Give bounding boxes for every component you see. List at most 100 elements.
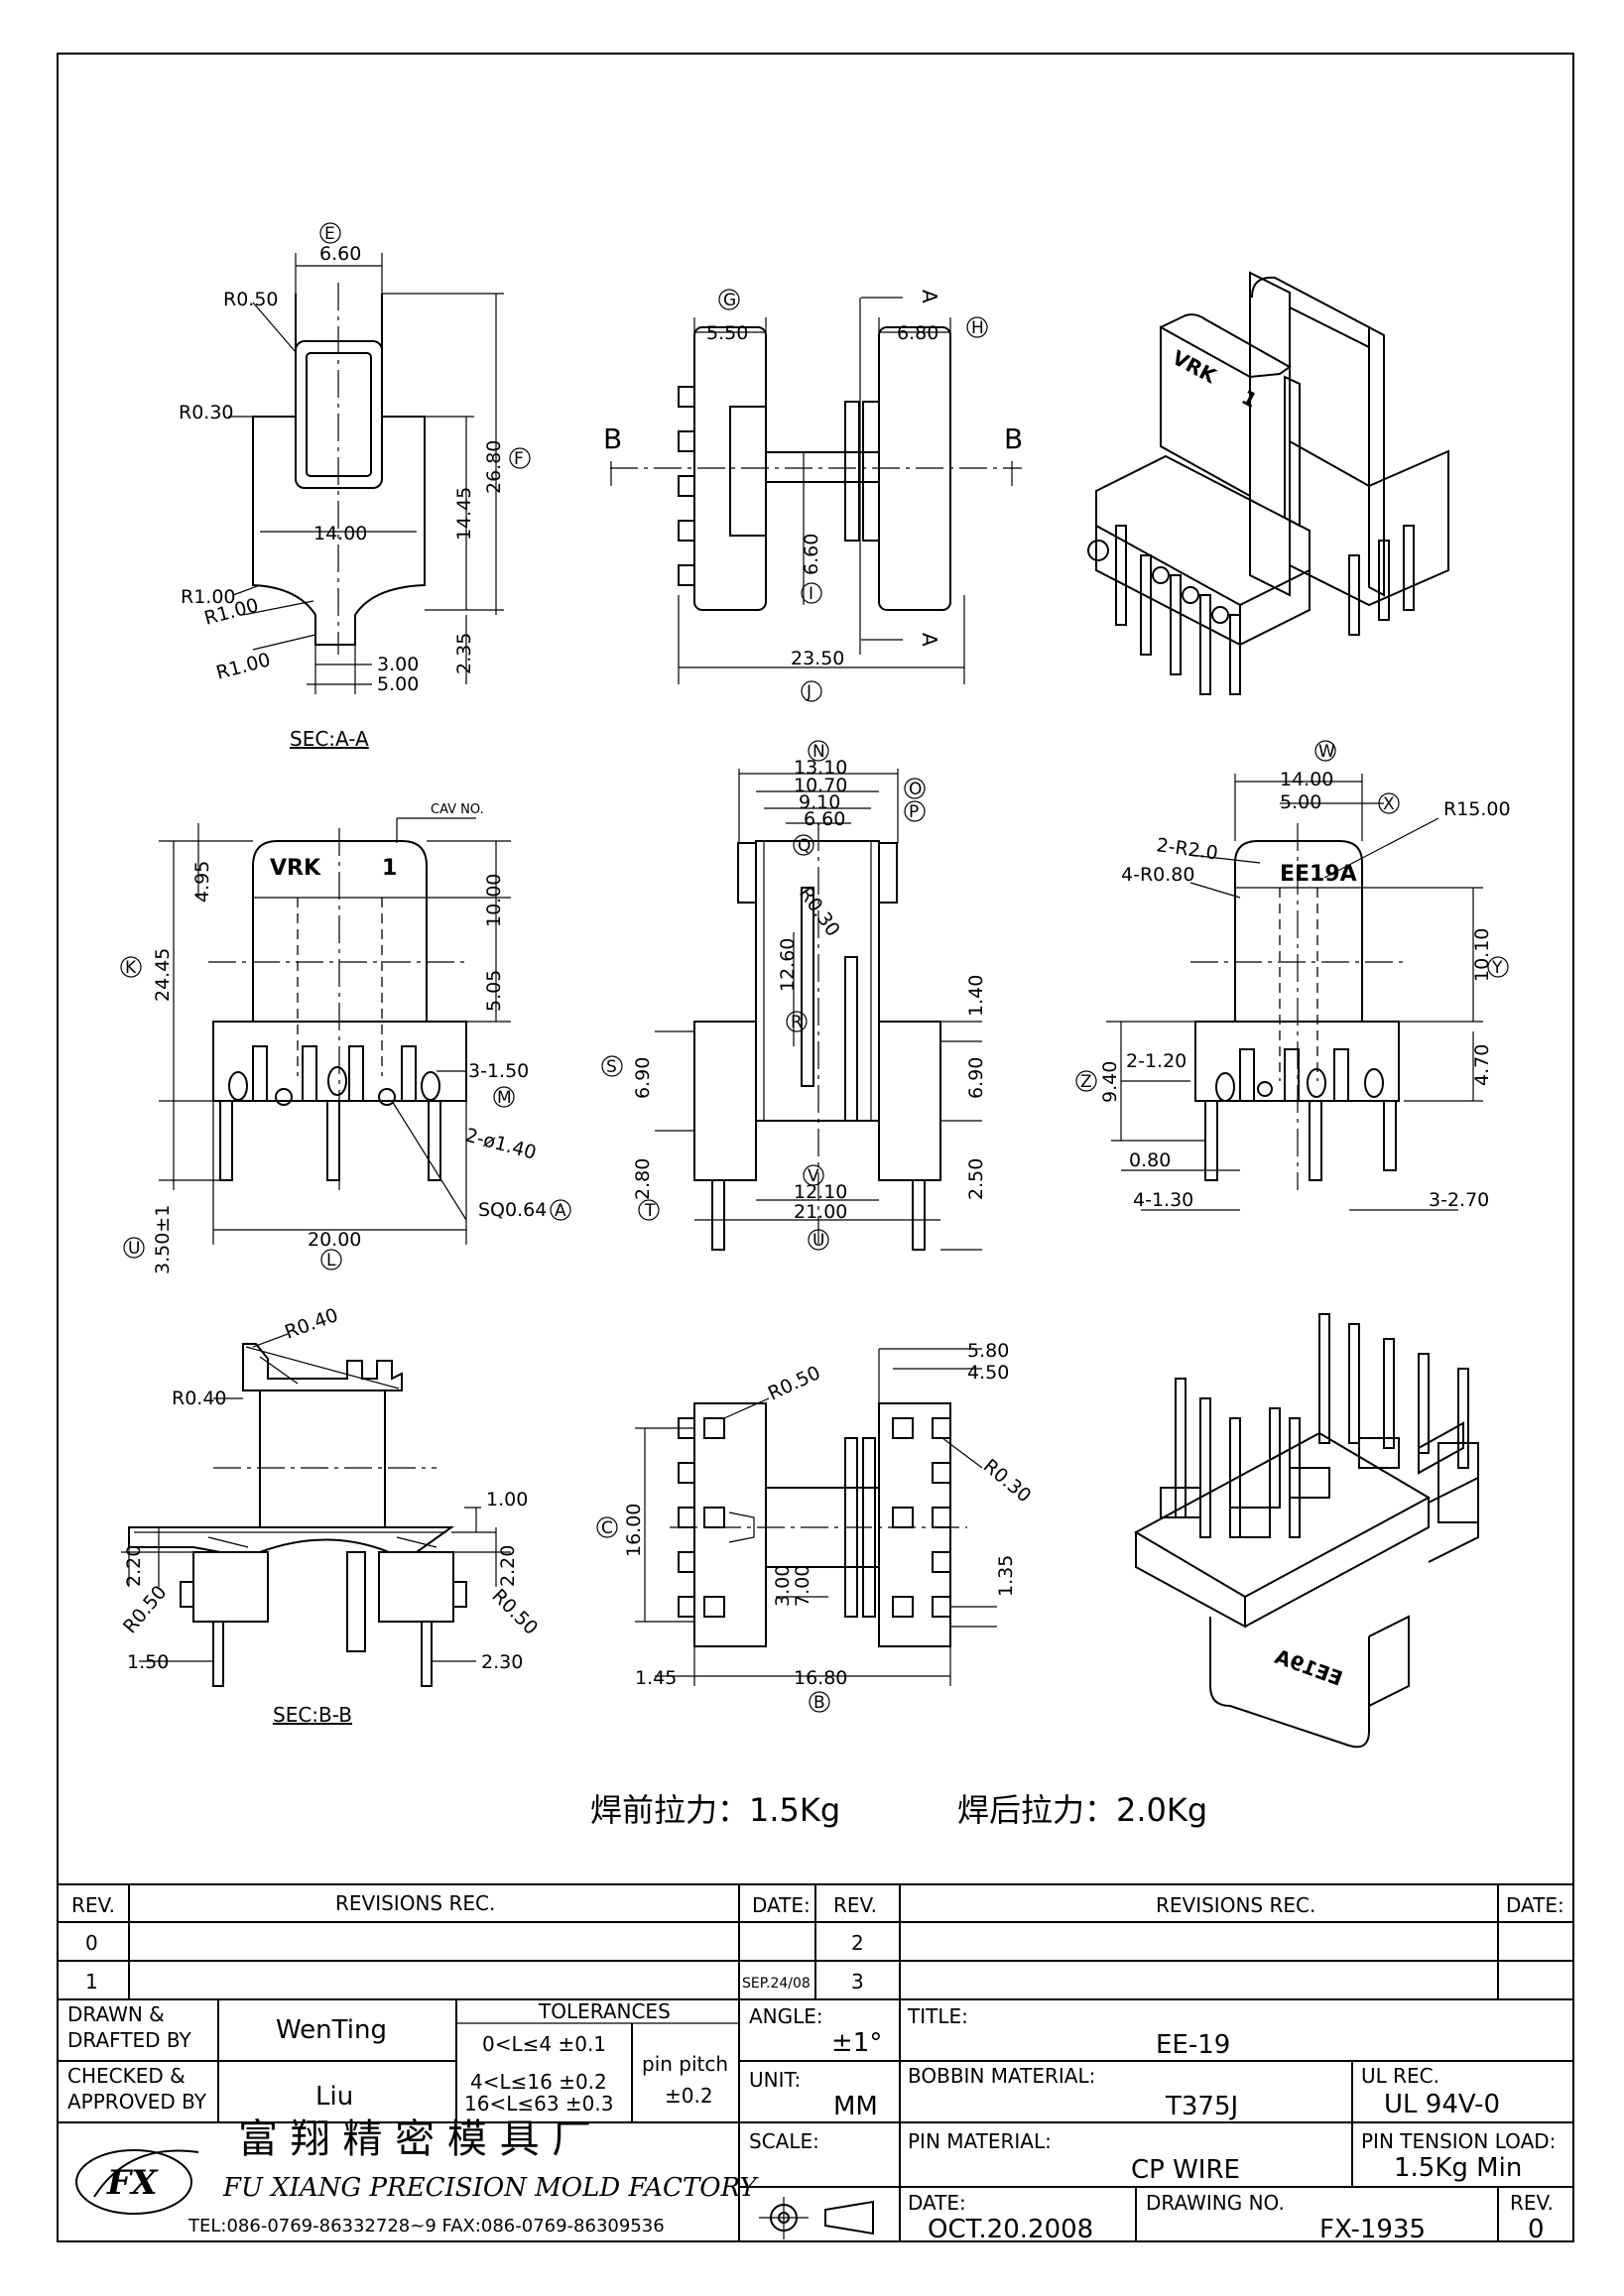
angle-value: ±1° bbox=[831, 2028, 882, 2058]
dim-r050-bottom: R0.50 bbox=[765, 1362, 824, 1404]
balloon-q: Q bbox=[798, 836, 811, 856]
dim-h-220a: 2.20 bbox=[123, 1545, 145, 1587]
balloon-b: B bbox=[813, 1693, 825, 1713]
balloon-c: C bbox=[601, 1518, 613, 1538]
balloon-u: U bbox=[812, 1231, 824, 1251]
company-logo: FX bbox=[75, 2149, 199, 2215]
right-view: EE19A 14.00 5.00 R15.00 2-R2.0 4-R0.80 1… bbox=[1075, 740, 1511, 1211]
company-name-cn: 富 翔 精 密 模 具 厂 bbox=[238, 2116, 591, 2162]
balloon-j: J bbox=[806, 682, 812, 702]
dim-h-100: 1.00 bbox=[486, 1489, 528, 1511]
dim-n-150: 3-1.50 bbox=[468, 1060, 529, 1082]
balloon-y: Y bbox=[1491, 958, 1503, 978]
rev-row-2: 2 bbox=[851, 1931, 864, 1955]
side-view: 13.10 10.70 9.10 6.60 R0.30 12.60 1.40 6… bbox=[601, 740, 987, 1251]
section-marker-a-bottom: A bbox=[918, 633, 941, 647]
dim-h-135: 1.35 bbox=[995, 1555, 1017, 1597]
dim-r050-b: R0.50 bbox=[487, 1585, 542, 1639]
dim-r050-a: R0.50 bbox=[119, 1582, 172, 1638]
dim-e-width: 6.60 bbox=[319, 243, 361, 265]
rev-header-left: REV. bbox=[71, 1893, 115, 1917]
revisions-header-right: REVISIONS REC. bbox=[1156, 1893, 1315, 1917]
dim-w-1400: 14.00 bbox=[1280, 769, 1333, 790]
dim-n: 13.10 bbox=[794, 757, 847, 779]
dim-b-1680: 16.80 bbox=[794, 1667, 847, 1689]
dim-r030: R0.30 bbox=[179, 402, 234, 423]
date-label: DATE: bbox=[908, 2191, 966, 2215]
checked-by: Liu bbox=[315, 2082, 353, 2112]
front-view: VRK 1 CAV NO. 4.95 10.00 24.45 5.05 3-1.… bbox=[120, 802, 571, 1274]
balloon-z: Z bbox=[1080, 1072, 1092, 1092]
unit-value: MM bbox=[833, 2092, 878, 2121]
dim-t-280: 2.80 bbox=[632, 1158, 654, 1200]
dim-h-1260: 12.60 bbox=[777, 938, 799, 992]
pin-material: CP WIRE bbox=[1131, 2155, 1240, 2185]
tolerances-label: TOLERANCES bbox=[538, 1999, 671, 2023]
dim-p: 9.10 bbox=[799, 791, 840, 813]
dim-w-130: 4-1.30 bbox=[1133, 1189, 1193, 1211]
bottom-view: R0.50 5.80 4.50 R0.30 16.00 3.00 7.00 1.… bbox=[596, 1340, 1036, 1713]
balloon-o: O bbox=[909, 780, 922, 799]
dim-w-120: 2-1.20 bbox=[1126, 1050, 1187, 1072]
dim-w-230: 2.30 bbox=[481, 1651, 523, 1673]
top-view: A A B B 5.50 6.80 6.60 23.50 G H I J bbox=[603, 289, 1023, 702]
dim-w-150: 1.50 bbox=[127, 1651, 169, 1673]
ul-label: UL REC. bbox=[1361, 2064, 1439, 2088]
ul-value: UL 94V-0 bbox=[1384, 2090, 1500, 2119]
section-marker-b-left: B bbox=[603, 423, 622, 455]
dim-q: 6.60 bbox=[804, 808, 845, 830]
dim-width-14: 14.00 bbox=[313, 523, 367, 544]
dim-w-145: 1.45 bbox=[635, 1667, 677, 1689]
title-value: EE-19 bbox=[1156, 2030, 1230, 2060]
pin-tension-label: PIN TENSION LOAD: bbox=[1361, 2129, 1556, 2153]
dim-v-1210: 12.10 bbox=[794, 1181, 847, 1203]
dim-r030-bottom: R0.30 bbox=[979, 1455, 1036, 1508]
pin-pitch-label: pin pitch bbox=[642, 2052, 728, 2076]
front-engraving-vrk: VRK bbox=[270, 856, 321, 881]
cav-no-label: CAV NO. bbox=[431, 802, 484, 817]
dim-r100-a: R1.00 bbox=[181, 586, 236, 608]
balloon-a: A bbox=[555, 1201, 566, 1221]
revisions-header-left: REVISIONS REC. bbox=[335, 1891, 495, 1915]
dim-r20: 2-R2.0 bbox=[1155, 834, 1219, 864]
balloon-u-front: U bbox=[128, 1239, 140, 1259]
front-engraving-cav: 1 bbox=[382, 856, 397, 881]
tol-row-1: 0<L≤4 ±0.1 bbox=[482, 2032, 606, 2056]
dim-h-300: 3.00 bbox=[772, 1565, 794, 1607]
dim-w-450: 4.50 bbox=[967, 1362, 1009, 1384]
iso-engraving-vrk: VRK bbox=[1169, 345, 1222, 389]
section-marker-a-top: A bbox=[918, 290, 941, 303]
dim-h-505: 5.05 bbox=[483, 970, 505, 1012]
company-tel-fax: TEL:086-0769-86332728~9 FAX:086-0769-863… bbox=[187, 2216, 665, 2236]
dim-z-940: 9.40 bbox=[1099, 1061, 1121, 1103]
dim-h: 6.80 bbox=[897, 322, 938, 344]
rev-row-3: 3 bbox=[851, 1970, 864, 1994]
dim-height-1445: 14.45 bbox=[453, 487, 475, 541]
dim-g: 5.50 bbox=[706, 322, 748, 344]
dim-w-500: 5.00 bbox=[377, 673, 419, 695]
balloon-e: E bbox=[324, 224, 335, 244]
dim-w-270: 3-2.70 bbox=[1429, 1189, 1489, 1211]
tol-row-3: 16<L≤63 ±0.3 bbox=[464, 2092, 613, 2115]
dim-i: 6.60 bbox=[801, 534, 822, 575]
dim-s-690b: 6.90 bbox=[965, 1057, 987, 1099]
dim-h-495: 4.95 bbox=[191, 861, 213, 903]
pin-pitch-tol: ±0.2 bbox=[665, 2084, 713, 2108]
dim-y-1010: 10.10 bbox=[1471, 928, 1493, 982]
balloon-x: X bbox=[1383, 794, 1395, 814]
pull-force-after: 焊后拉力：2.0Kg bbox=[957, 1791, 1207, 1829]
unit-label: UNIT: bbox=[749, 2068, 801, 2092]
drawing-no-label: DRAWING NO. bbox=[1146, 2191, 1285, 2215]
dim-r050: R0.50 bbox=[223, 289, 279, 310]
balloon-v: V bbox=[808, 1166, 819, 1186]
dim-h-2445: 24.45 bbox=[152, 948, 174, 1002]
dim-pin-len: 3.50±1 bbox=[152, 1205, 174, 1274]
bobbin-material-label: BOBBIN MATERIAL: bbox=[908, 2064, 1095, 2088]
dim-w-300: 3.00 bbox=[377, 654, 419, 675]
dim-h-250: 2.50 bbox=[965, 1158, 987, 1200]
company-name-en: FU XIANG PRECISION MOLD FACTORY bbox=[222, 2173, 759, 2203]
rev-row-1: 1 bbox=[85, 1970, 98, 1994]
rev-date-1: SEP.24/08 bbox=[742, 1976, 811, 1992]
pull-force-before: 焊前拉力：1.5Kg bbox=[590, 1791, 840, 1829]
